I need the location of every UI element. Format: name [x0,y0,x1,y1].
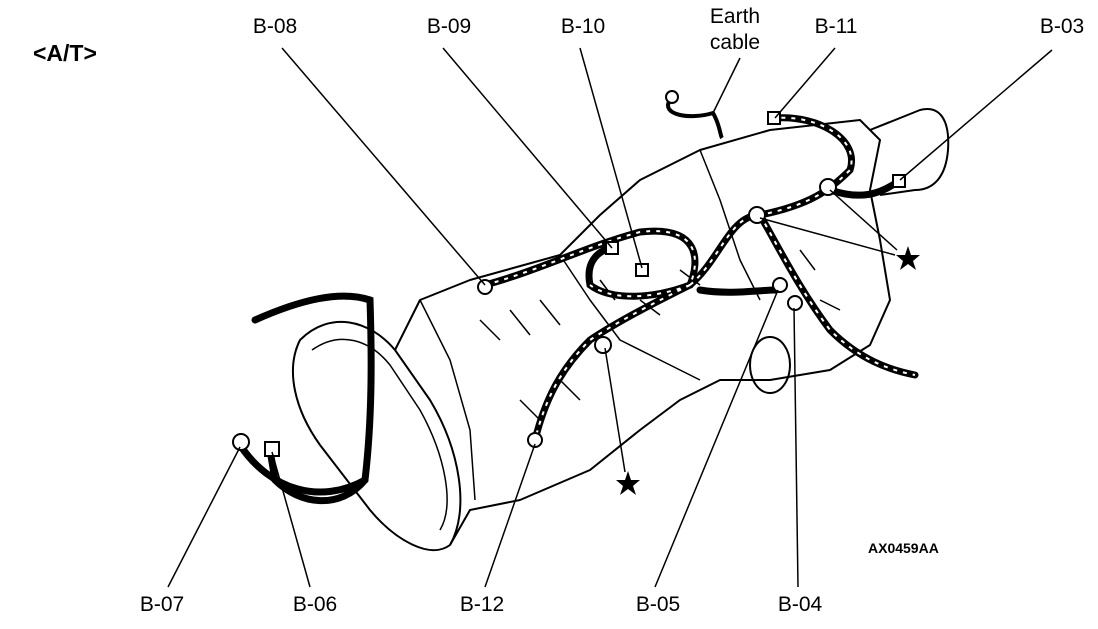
callout-b03: B-03 [1039,15,1085,38]
star-marker [896,246,920,270]
callout-b12: B-12 [459,593,505,616]
leader-lines [167,47,1053,588]
callout-b04: B-04 [777,593,823,616]
callout-b09: B-09 [426,15,472,38]
connector-b04 [787,295,803,311]
star-marker [616,471,640,495]
connector-b12 [527,432,543,448]
callout-b06: B-06 [292,593,338,616]
connector-b06 [264,441,280,457]
wiring-harness [236,114,919,505]
clamp-1 [594,336,612,354]
callout-earth-cable-line2: cable [709,31,761,54]
clamp-2 [748,206,766,224]
transmission-case [394,119,891,546]
connector-b05 [772,277,788,293]
diagram-title: <A/T> [33,40,97,66]
connector-b07 [232,433,250,451]
extension-housing [869,108,950,196]
callout-b07: B-07 [139,593,185,616]
connector-b08 [477,279,493,295]
callout-b11: B-11 [814,15,858,38]
callout-b05: B-05 [635,593,681,616]
bell-housing [292,320,462,551]
callout-earth-cable-line1: Earth [709,5,761,28]
earth-terminal [665,90,679,104]
connector-b10 [635,263,649,277]
callout-b08: B-08 [252,15,298,38]
earth-cable [666,98,724,140]
output-flange [749,336,791,394]
figure-code: AX0459AA [868,540,939,556]
callout-b10: B-10 [560,15,606,38]
